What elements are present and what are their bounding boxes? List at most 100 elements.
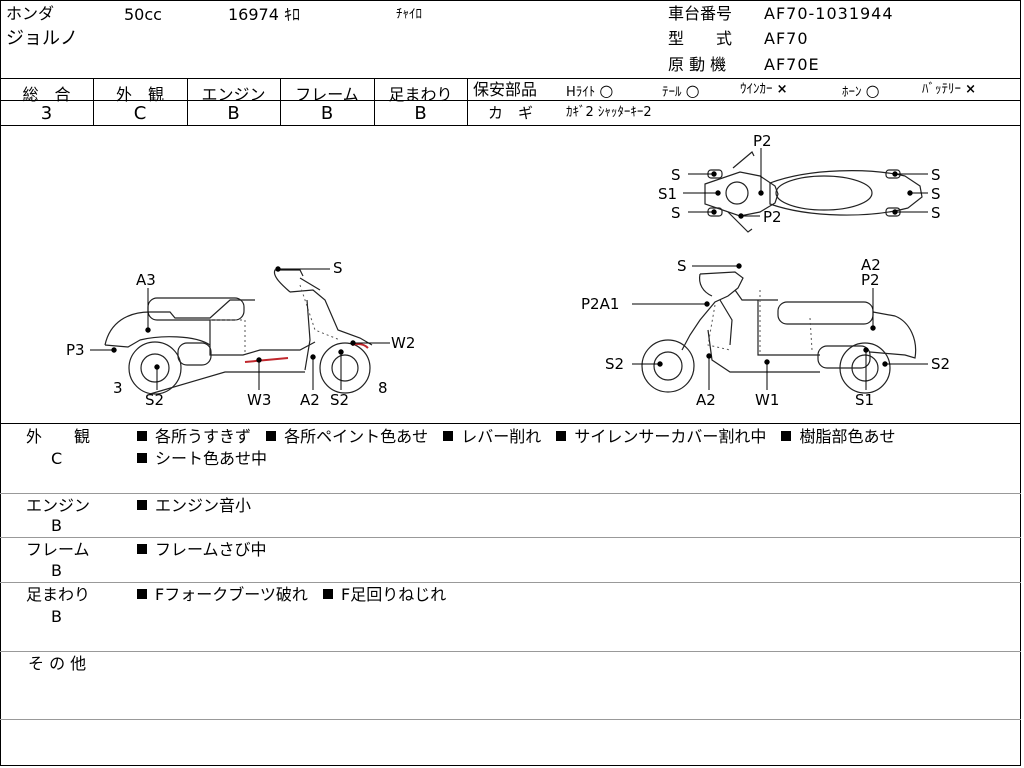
divider (0, 582, 1021, 583)
grade-header-overall: 総 合 (22, 85, 71, 104)
label-left-s2: S2 (145, 391, 164, 409)
note-item: フレームさび中 (137, 540, 267, 559)
grade-header-exterior: 外 観 (115, 85, 164, 104)
grade-engine: B (227, 103, 240, 124)
engine-value: AF70E (764, 55, 820, 74)
engine-label: 原 動 機 (668, 55, 727, 74)
bullet-square-icon (781, 431, 792, 441)
label-top-s1: S1 (658, 185, 677, 203)
note-items-engine: エンジン音小 (137, 495, 261, 517)
divider (93, 78, 94, 125)
frame-no-label: 車台番号 (668, 4, 733, 23)
label-right-a2: A2 (696, 391, 716, 409)
divider (0, 651, 1021, 652)
grade-header-frame: フレーム (295, 85, 359, 104)
note-item: エンジン音小 (137, 496, 251, 515)
divider (467, 78, 468, 125)
label-right-p2: P2 (861, 271, 880, 289)
safety-item-horn: ﾎｰﾝ ○ (842, 81, 880, 100)
right-side-scooter (641, 271, 917, 394)
label-right-s2: S2 (931, 355, 950, 373)
label-left-3: 3 (113, 379, 123, 397)
note-item: 樹脂部色あせ (781, 427, 895, 446)
note-item: サイレンサーカバー割れ中 (556, 427, 766, 446)
label-top-s: S (931, 185, 941, 203)
type-label: 型 式 (668, 29, 733, 48)
bullet-square-icon (137, 431, 147, 441)
label-right-w1: W1 (755, 391, 779, 409)
note-grade-suspension: B (51, 607, 62, 626)
bullet-square-icon (266, 431, 277, 441)
note-label-other: そ の 他 (28, 654, 87, 673)
divider (280, 78, 281, 125)
note-grade-frame: B (51, 561, 62, 580)
safety-label: 保安部品 (473, 80, 538, 99)
divider (0, 125, 1021, 126)
model-name: ジョルノ (6, 28, 78, 49)
label-right-s: S (677, 257, 687, 275)
body-color: ﾁｬｲﾛ (396, 7, 422, 22)
label-right-s1: S1 (855, 391, 874, 409)
divider (374, 78, 375, 125)
label-top-s: S (931, 204, 941, 222)
label-left-w3: W3 (247, 391, 271, 409)
displacement: 50cc (124, 5, 162, 24)
bullet-square-icon (556, 431, 567, 441)
bullet-square-icon (322, 589, 333, 599)
note-items-suspension: Fフォークブーツ破れ F足回りねじれ (137, 584, 456, 606)
label-top-p2: P2 (763, 208, 782, 226)
label-top-s: S (671, 204, 681, 222)
grade-frame: B (320, 103, 334, 124)
label-right-p2a1: P2A1 (581, 295, 619, 313)
label-left-p3: P3 (66, 341, 85, 359)
note-item: F足回りねじれ (322, 585, 446, 604)
safety-item-battery: ﾊﾞｯﾃﾘｰ × (922, 82, 977, 97)
label-left-8: 8 (378, 379, 388, 397)
key-label: カ ギ (488, 104, 534, 122)
label-left-w2: W2 (391, 334, 415, 352)
grade-suspension: B (414, 103, 427, 124)
label-left-s2: S2 (330, 391, 349, 409)
divider (0, 719, 1021, 720)
divider (0, 423, 1021, 424)
left-side-scooter (104, 269, 373, 395)
divider (467, 100, 1021, 101)
safety-item-tail: ﾃｰﾙ ○ (662, 81, 700, 100)
grade-exterior: C (133, 103, 147, 124)
mileage: 16974 ｷﾛ (228, 5, 300, 24)
bullet-square-icon (137, 589, 147, 599)
bullet-square-icon (443, 431, 454, 441)
label-left-a2: A2 (300, 391, 320, 409)
label-right-s2: S2 (605, 355, 624, 373)
note-label-exterior: 外 観 (26, 427, 91, 446)
note-item: 各所ペイント色あせ (266, 427, 428, 446)
bullet-square-icon (137, 453, 147, 463)
note-grade-engine: B (51, 516, 62, 535)
label-left-a3: A3 (136, 271, 156, 289)
key-value: ｶｷﾞ2 ｼｬｯﾀｰｷｰ2 (566, 105, 652, 120)
note-items-exterior: 各所うすきず 各所ペイント色あせ レバー削れ サイレンサーカバー割れ中 樹脂部色… (137, 426, 1017, 470)
note-label-suspension: 足まわり (26, 585, 91, 604)
note-label-frame: フレーム (26, 540, 90, 559)
note-item: 各所うすきず (137, 427, 251, 446)
label-right-a2: A2 (861, 256, 881, 274)
divider (187, 78, 188, 125)
note-item: レバー削れ (443, 427, 541, 446)
note-item: Fフォークブーツ破れ (137, 585, 308, 604)
divider (0, 78, 1021, 79)
safety-item-winker: ｳｲﾝｶｰ × (740, 82, 788, 97)
divider (0, 537, 1021, 538)
grade-header-suspension: 足まわり (388, 85, 453, 104)
grade-header-engine: エンジン (201, 85, 266, 104)
note-item: シート色あせ中 (137, 449, 267, 468)
type-value: AF70 (764, 29, 809, 48)
label-top-s: S (931, 166, 941, 184)
frame-no: AF70-1031944 (764, 4, 894, 23)
note-label-engine: エンジン (26, 496, 91, 515)
note-grade-exterior: C (51, 449, 63, 468)
bullet-square-icon (137, 544, 147, 554)
bullet-square-icon (137, 500, 147, 510)
safety-item-headlight: Hﾗｲﾄ ○ (566, 81, 614, 100)
